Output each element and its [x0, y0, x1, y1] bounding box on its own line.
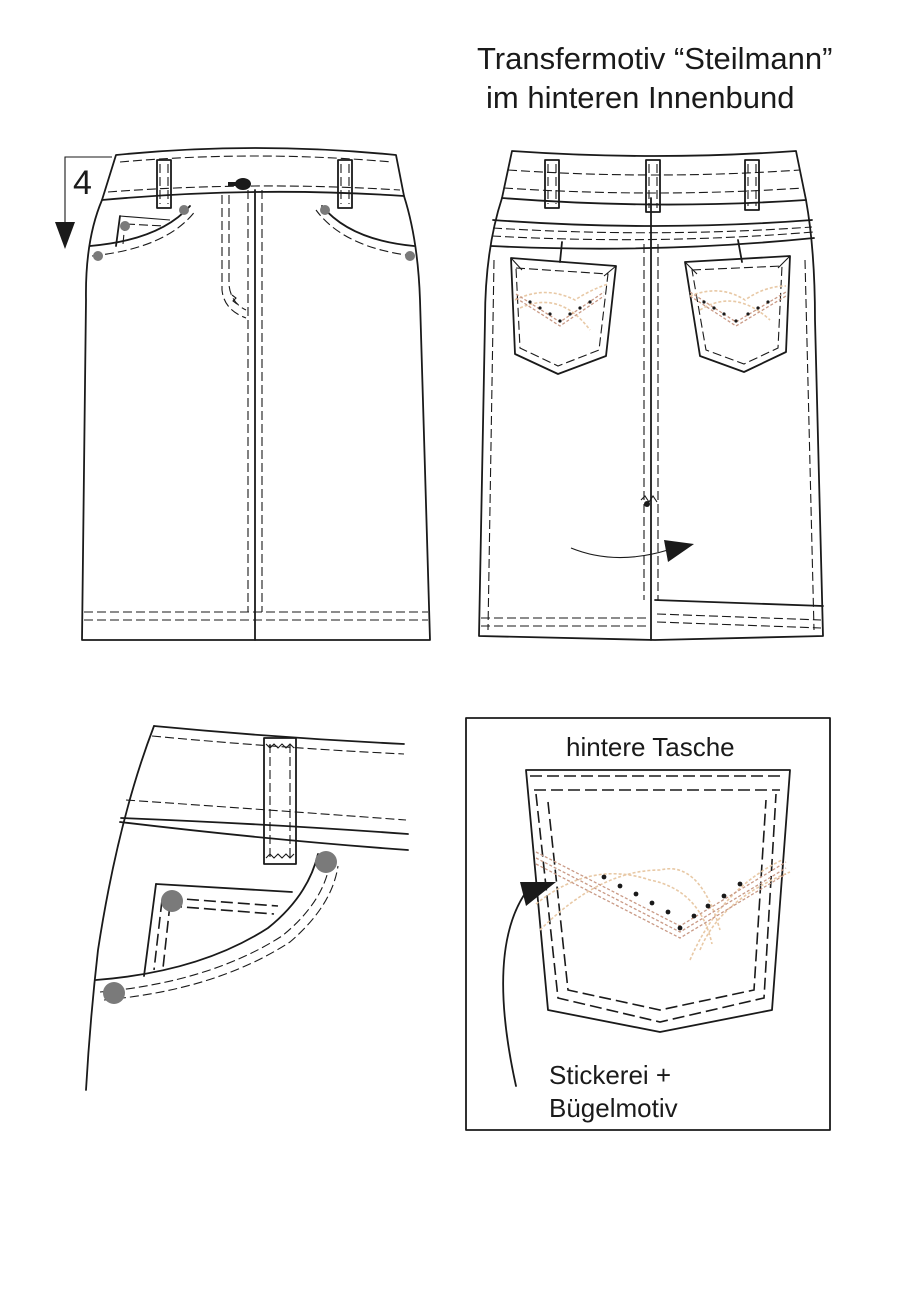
measurement-label: 4: [73, 164, 92, 202]
belt-loop-left: [156, 159, 172, 209]
belt-loop-right: [337, 159, 353, 209]
front-skirt-body: [81, 195, 431, 641]
back-pocket-right: [684, 255, 791, 373]
transfer-motif-title-line1: Transfermotiv “Steilmann”: [477, 41, 833, 76]
back-skirt-body: [478, 197, 824, 641]
front-button: [235, 178, 251, 190]
back-pocket-title: hintere Tasche: [566, 732, 735, 762]
embroidery-label-line1: Stickerei +: [549, 1060, 672, 1090]
back-pocket-left: [510, 257, 617, 375]
front-pocket-right: [321, 205, 415, 247]
measure-arrow: [55, 156, 112, 249]
skirt-back-view: [478, 150, 824, 641]
back-pocket-detail-box: [465, 717, 831, 1131]
embroidery-pointer-arrow: [502, 891, 527, 1087]
front-pocket-detail: [85, 725, 409, 1091]
back-yoke: [492, 219, 813, 227]
slit-arrow-head: [664, 540, 694, 562]
embroidery-label-line2: Bügelmotiv: [549, 1093, 678, 1123]
skirt-front-view: [81, 147, 431, 641]
transfer-motif-title-line2: im hinteren Innenbund: [486, 80, 795, 115]
front-pocket-left: [89, 205, 191, 247]
